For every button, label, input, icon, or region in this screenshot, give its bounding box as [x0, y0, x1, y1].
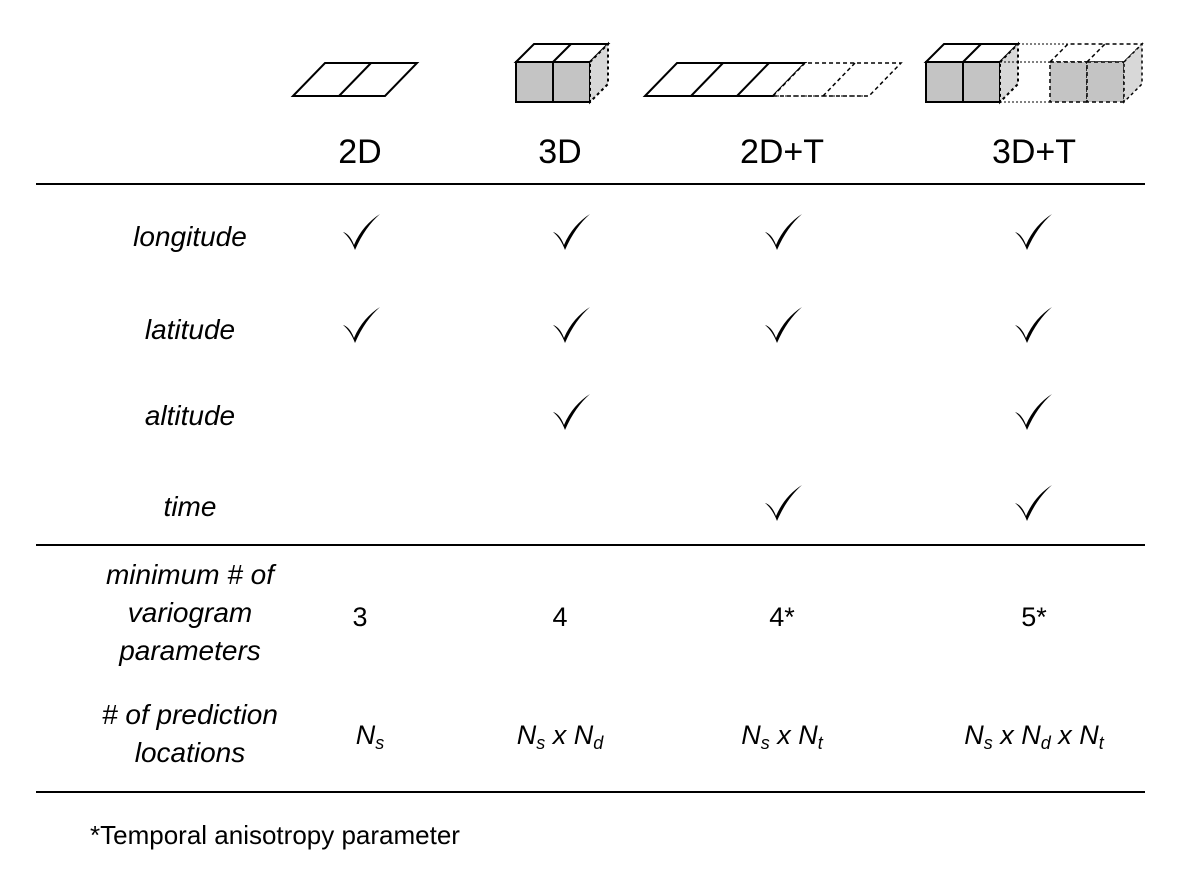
- formula-part: N: [964, 720, 984, 750]
- formula-part: x: [769, 720, 799, 750]
- formula-part: N: [741, 720, 761, 750]
- row-label-latitude: latitude: [144, 314, 236, 345]
- formula-subscript: d: [593, 733, 604, 753]
- 2d-grid-icon: [290, 62, 420, 97]
- check-longitude-3dt: [1012, 212, 1054, 252]
- row-label-time: time: [163, 491, 217, 522]
- check-altitude-3d: [550, 392, 592, 432]
- check-latitude-2dt: [762, 305, 804, 345]
- check-latitude-3d: [550, 305, 592, 345]
- column-header-3d: 3D: [538, 133, 582, 171]
- label-line: minimum # of: [105, 559, 275, 590]
- check-time-3dt: [1012, 483, 1054, 523]
- formula-subscript: t: [817, 733, 823, 753]
- formula-part: N: [798, 720, 818, 750]
- check-altitude-3dt: [1012, 392, 1054, 432]
- formula-subscript: s: [375, 733, 385, 753]
- pred-value-3dt: Ns x Nd x Nt: [924, 720, 1144, 754]
- label-line: locations: [134, 736, 246, 768]
- params-value-2dt: 4*: [769, 602, 795, 632]
- column-header-3dt: 3D+T: [991, 133, 1077, 171]
- params-value-3d: 4: [552, 602, 568, 632]
- 3dt-cube-icon: [923, 41, 1144, 105]
- formula-part: x: [545, 720, 574, 750]
- params-value-2d: 3: [352, 602, 368, 632]
- formula-subscript: s: [760, 733, 770, 753]
- label-line: # of prediction: [102, 699, 278, 730]
- label-line: parameters: [119, 634, 261, 666]
- formula-subscript: t: [1098, 733, 1104, 753]
- row-label-prediction-locations: # of prediction locations: [50, 696, 330, 772]
- row-label-variogram-parameters: minimum # of variogram parameters: [50, 556, 330, 669]
- middle-rule: [36, 544, 1145, 546]
- formula-part: N: [355, 720, 376, 750]
- formula-part: N: [573, 720, 594, 750]
- label-line: variogram: [127, 596, 253, 628]
- check-time-2dt: [762, 483, 804, 523]
- column-header-2dt: 2D+T: [739, 133, 825, 171]
- formula-part: N: [516, 720, 537, 750]
- formula-subscript: s: [536, 733, 546, 753]
- formula-part: N: [1021, 720, 1041, 750]
- formula-part: N: [1079, 720, 1099, 750]
- check-latitude-3dt: [1012, 305, 1054, 345]
- formula-subscript: d: [1040, 733, 1051, 753]
- pred-value-2d: Ns: [260, 720, 480, 754]
- footnote: *Temporal anisotropy parameter: [90, 820, 460, 850]
- column-header-2d: 2D: [338, 133, 382, 171]
- check-longitude-2d: [340, 212, 382, 252]
- pred-value-3d: Ns x Nd: [450, 720, 670, 754]
- bottom-rule: [36, 791, 1145, 793]
- formula-subscript: s: [983, 733, 993, 753]
- header-rule: [36, 183, 1145, 185]
- row-label-altitude: altitude: [144, 400, 236, 431]
- check-latitude-2d: [340, 305, 382, 345]
- formula-part: x: [992, 720, 1022, 750]
- params-value-3dt: 5*: [1021, 602, 1047, 632]
- 3d-cube-icon: [513, 41, 611, 105]
- 2dt-grid-icon: [642, 62, 903, 97]
- check-longitude-2dt: [762, 212, 804, 252]
- formula-part: x: [1050, 720, 1080, 750]
- row-label-longitude: longitude: [133, 221, 247, 252]
- check-longitude-3d: [550, 212, 592, 252]
- pred-value-2dt: Ns x Nt: [672, 720, 892, 754]
